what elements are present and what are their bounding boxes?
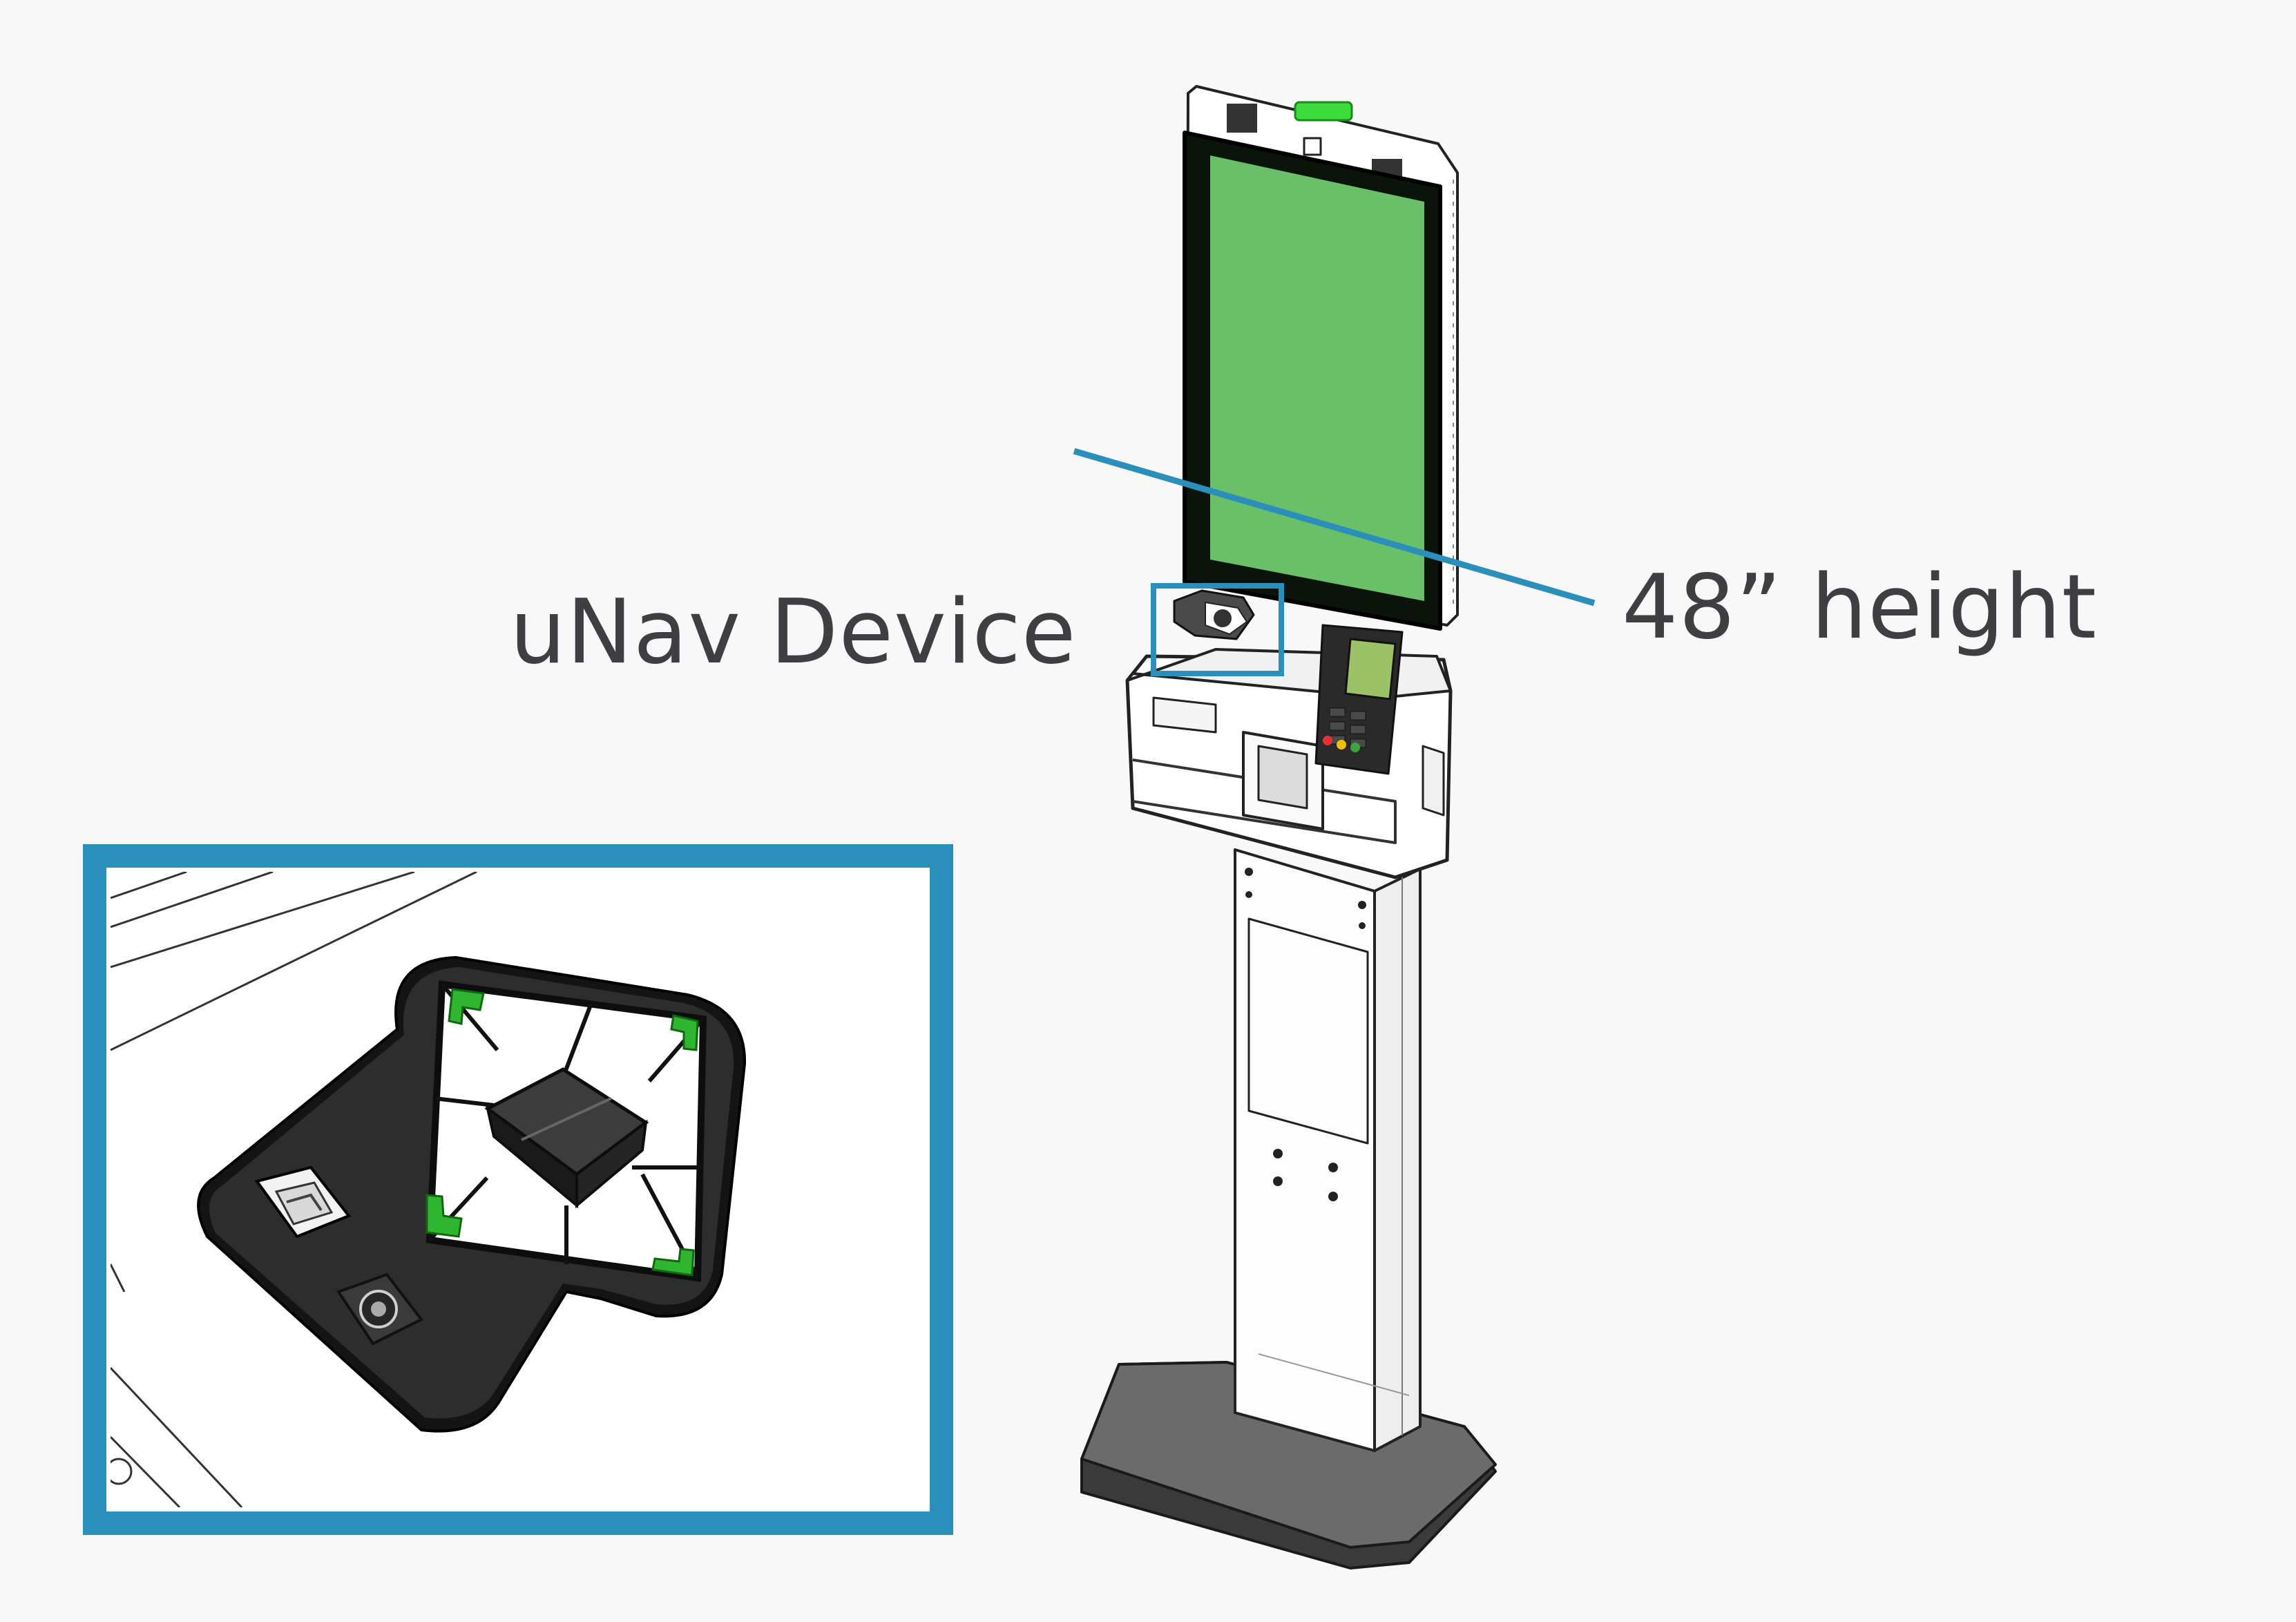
kiosk-housing — [1125, 648, 1453, 879]
kiosk — [1080, 85, 1497, 1569]
kiosk-display — [1183, 85, 1459, 631]
unav-device-label: uNav Device — [510, 581, 1077, 684]
unav-audio-button — [254, 1165, 352, 1239]
unav-center-button — [484, 1067, 649, 1209]
unav-volume-button — [336, 1272, 424, 1346]
height-label: 48” height — [1622, 556, 2097, 659]
detail-inset — [83, 844, 953, 1535]
unav-device — [197, 955, 747, 1433]
kiosk-unav-device — [1173, 589, 1255, 640]
height-leader-line — [1073, 448, 1596, 607]
kiosk-pole — [1234, 848, 1422, 1452]
payment-terminal — [1314, 624, 1404, 775]
unav-highlight-box — [1151, 583, 1284, 676]
